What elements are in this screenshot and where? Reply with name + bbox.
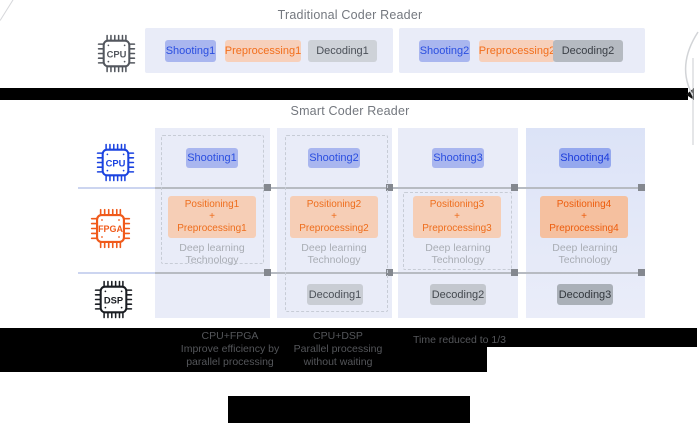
cpu-fpga-note-line3: parallel processing	[186, 356, 274, 368]
deep-learning-line1: Deep learning	[552, 242, 618, 254]
task-preprocessing2: Preprocessing2	[479, 40, 555, 62]
deep-learning-line2: Technology	[307, 253, 361, 266]
plus-sign: +	[581, 211, 587, 222]
divider-marker	[386, 269, 393, 276]
cpu-fpga-row-divider	[78, 187, 644, 189]
preprocessing-line: Preprocessing4	[549, 223, 619, 234]
edge-curve-decoration	[684, 31, 699, 145]
deep-learning-line1: Deep learning	[301, 242, 367, 254]
cpu-chip-label: CPU	[107, 48, 127, 59]
deep-learning-line2: Technology	[185, 253, 239, 266]
cpu-fpga-note-line1: CPU+FPGA	[201, 330, 259, 342]
cpu-fpga-note: CPU+FPGA Improve efficiency by parallel …	[150, 330, 310, 369]
task-smart-shooting3: Shooting3	[432, 148, 484, 168]
smart-section-title: Smart Coder Reader	[290, 104, 410, 118]
cpu-dsp-parallel-group-outline	[285, 135, 388, 312]
fpga-dsp-row-divider-left	[78, 272, 155, 274]
divider-marker	[638, 269, 645, 276]
deep-learning-label-3: Deep learning Technology	[406, 242, 510, 266]
task-smart-decoding1: Decoding1	[307, 284, 363, 305]
deep-learning-label-2: Deep learning Technology	[282, 242, 386, 266]
plus-sign: +	[331, 211, 337, 222]
section-separator-bar	[0, 88, 688, 100]
preprocessing-line: Preprocessing1	[177, 223, 247, 234]
deep-learning-line2: Technology	[558, 253, 612, 266]
dsp-chip-label: DSP	[104, 294, 123, 305]
task-smart-shooting1: Shooting1	[186, 148, 238, 168]
divider-marker	[511, 184, 518, 191]
deep-learning-label-4: Deep learning Technology	[533, 242, 637, 266]
task-shooting1: Shooting1	[165, 40, 216, 62]
cpu-fpga-row-divider-left	[78, 187, 155, 189]
cpu-dsp-note: CPU+DSP Parallel processing without wait…	[262, 330, 414, 369]
task-preprocessing1: Preprocessing1	[225, 40, 301, 62]
deep-learning-line1: Deep learning	[425, 242, 491, 254]
deep-learning-line1: Deep learning	[179, 242, 245, 254]
fpga-dsp-row-divider	[78, 272, 644, 274]
cpu-fpga-note-line2: Improve efficiency by	[180, 343, 280, 355]
annotation-bar-left	[0, 347, 487, 372]
fpga-chip-icon: FPGA	[90, 208, 131, 249]
cpu-smart-chip-label: CPU	[106, 157, 126, 168]
separator-notch	[686, 88, 694, 100]
deep-learning-line2: Technology	[431, 253, 485, 266]
divider-marker	[264, 269, 271, 276]
divider-marker	[638, 184, 645, 191]
positioning-line: Positioning1	[184, 199, 240, 210]
deep-learning-group-outline	[403, 192, 512, 270]
plus-sign: +	[209, 211, 215, 222]
divider-marker	[264, 184, 271, 191]
deep-learning-label-1: Deep learning Technology	[160, 242, 264, 266]
time-reduced-note: Time reduced to 1/3	[413, 334, 506, 346]
task-positioning4: Positioning4 + Preprocessing4	[540, 196, 628, 238]
cpu-dsp-note-line3: without waiting	[303, 356, 373, 368]
traditional-section-title: Traditional Coder Reader	[277, 8, 423, 22]
cpu-dsp-note-line1: CPU+DSP	[313, 330, 363, 342]
task-smart-decoding3: Decoding3	[557, 284, 613, 305]
divider-marker	[511, 269, 518, 276]
task-smart-shooting2: Shooting2	[308, 148, 360, 168]
bottom-black-panel	[228, 396, 470, 423]
task-decoding1: Decoding1	[308, 40, 377, 62]
positioning-line: Positioning4	[556, 199, 612, 210]
task-decoding2: Decoding2	[553, 40, 623, 62]
task-positioning3: Positioning3 + Preprocessing3	[413, 196, 501, 238]
plus-sign: +	[454, 211, 460, 222]
positioning-line: Positioning3	[429, 199, 485, 210]
cpu-chip-icon: CPU	[97, 34, 136, 73]
positioning-line: Positioning2	[306, 199, 362, 210]
task-shooting2: Shooting2	[419, 40, 470, 62]
fpga-chip-label: FPGA	[98, 224, 123, 234]
divider-marker	[386, 184, 393, 191]
task-positioning1: Positioning1 + Preprocessing1	[168, 196, 256, 238]
cpu-dsp-note-line2: Parallel processing	[293, 343, 383, 355]
task-positioning2: Positioning2 + Preprocessing2	[290, 196, 378, 238]
cpu-fpga-parallel-group-outline	[161, 135, 264, 264]
cpu-smart-chip-icon: CPU	[96, 143, 135, 182]
preprocessing-line: Preprocessing3	[422, 223, 492, 234]
dsp-chip-icon: DSP	[94, 280, 133, 319]
task-smart-decoding2: Decoding2	[430, 284, 486, 305]
task-smart-shooting4: Shooting4	[559, 148, 611, 168]
preprocessing-line: Preprocessing2	[299, 223, 369, 234]
annotation-bar-wide	[0, 328, 697, 347]
